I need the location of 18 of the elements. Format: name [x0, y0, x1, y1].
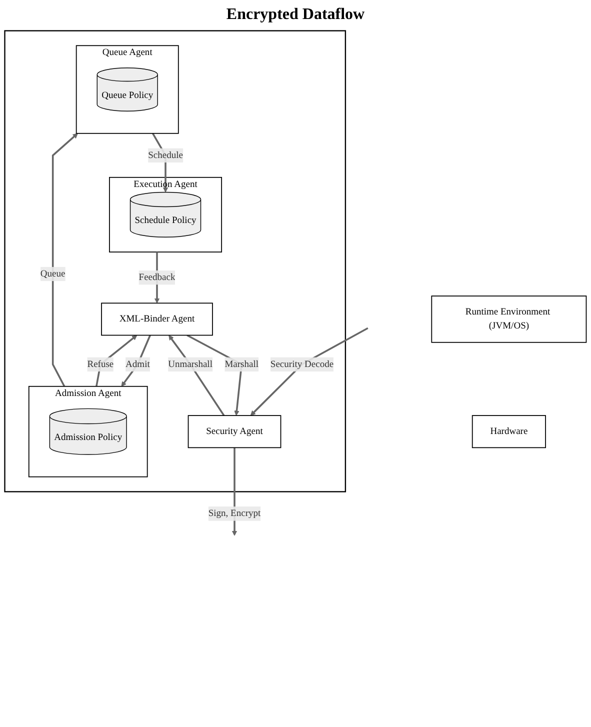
- edge-label: Schedule: [148, 150, 183, 160]
- edge-label: Unmarshall: [168, 359, 212, 370]
- node-box: Security Agent: [188, 415, 282, 448]
- diagram-title: Encrypted Dataflow: [225, 6, 366, 24]
- edge-label: Admit: [126, 359, 150, 370]
- edge-label: Marshall: [224, 359, 259, 370]
- cluster: [4, 30, 346, 492]
- edge-label: Sign, Encrypt: [208, 508, 261, 518]
- edge-label: Security Decode: [270, 359, 334, 370]
- edge-label: Queue: [40, 268, 66, 279]
- edge-label: Refuse: [87, 359, 114, 370]
- arrow: [121, 334, 151, 387]
- arrow: [52, 133, 78, 387]
- node-box: Hardware: [472, 415, 546, 448]
- edge-label: Feedback: [138, 272, 176, 282]
- node-box: XML-Binder Agent: [101, 302, 213, 336]
- arrow: [250, 327, 368, 416]
- node-box: Runtime Environment (JVM/OS): [431, 296, 587, 343]
